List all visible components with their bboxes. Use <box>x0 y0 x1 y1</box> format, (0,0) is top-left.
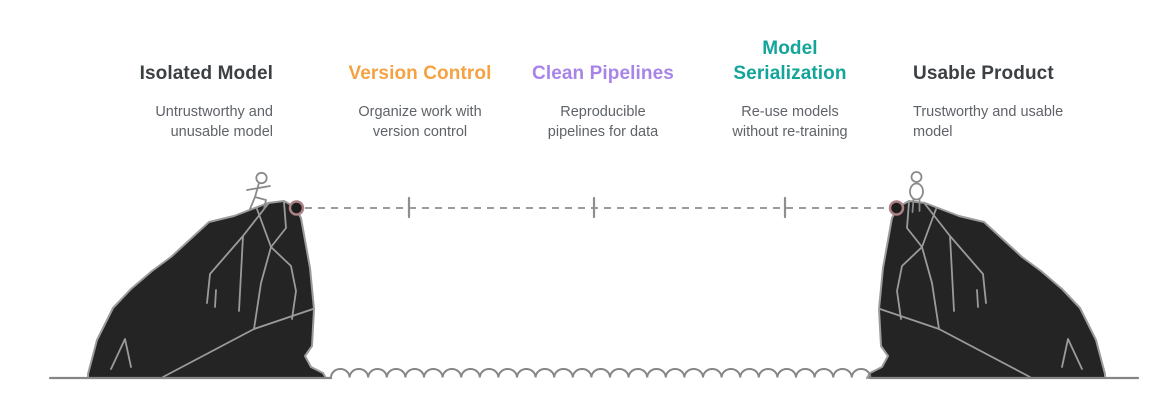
stage-title: Model Serialization <box>733 38 847 84</box>
figure-front-leg <box>254 196 267 210</box>
right-cliff <box>866 200 1106 379</box>
figure-body <box>254 182 260 198</box>
stage-subtitle: Trustworthy and usable model <box>913 104 1064 140</box>
stick-figure-standing <box>909 171 924 213</box>
stage-subtitle: Re-use models without re-training <box>732 104 848 140</box>
stage-clean-pipelines: Clean Pipelines Reproducible pipelines f… <box>518 36 688 142</box>
start-node <box>288 200 305 216</box>
stage-version-control: Version Control Organize work with versi… <box>335 36 505 142</box>
figure-arms <box>246 185 271 191</box>
milestone-ticks <box>407 196 787 219</box>
stage-model-serialization: Model Serialization Re-use models withou… <box>705 36 875 142</box>
stage-title: Usable Product <box>913 63 1054 84</box>
stage-title: Version Control <box>348 63 492 84</box>
stage-title: Clean Pipelines <box>532 63 674 84</box>
stage-subtitle: Untrustworthy and unusable model <box>155 104 273 140</box>
figure-legs <box>911 198 921 213</box>
stick-figure-walking <box>246 171 271 210</box>
stage-usable-product: Usable Product Trustworthy and usable mo… <box>913 36 1098 142</box>
stage-isolated-model: Isolated Model Untrustworthy and unusabl… <box>103 36 273 142</box>
figure-head <box>255 171 268 185</box>
figure-torso <box>909 182 924 201</box>
stage-subtitle: Organize work with version control <box>358 104 482 140</box>
left-cliff <box>87 200 327 379</box>
end-node <box>888 200 905 216</box>
stage-subtitle: Reproducible pipelines for data <box>547 104 659 140</box>
figure-head <box>910 171 923 183</box>
water-wave <box>330 368 872 378</box>
stage-title: Isolated Model <box>139 63 273 84</box>
figure-back-leg <box>249 196 256 210</box>
